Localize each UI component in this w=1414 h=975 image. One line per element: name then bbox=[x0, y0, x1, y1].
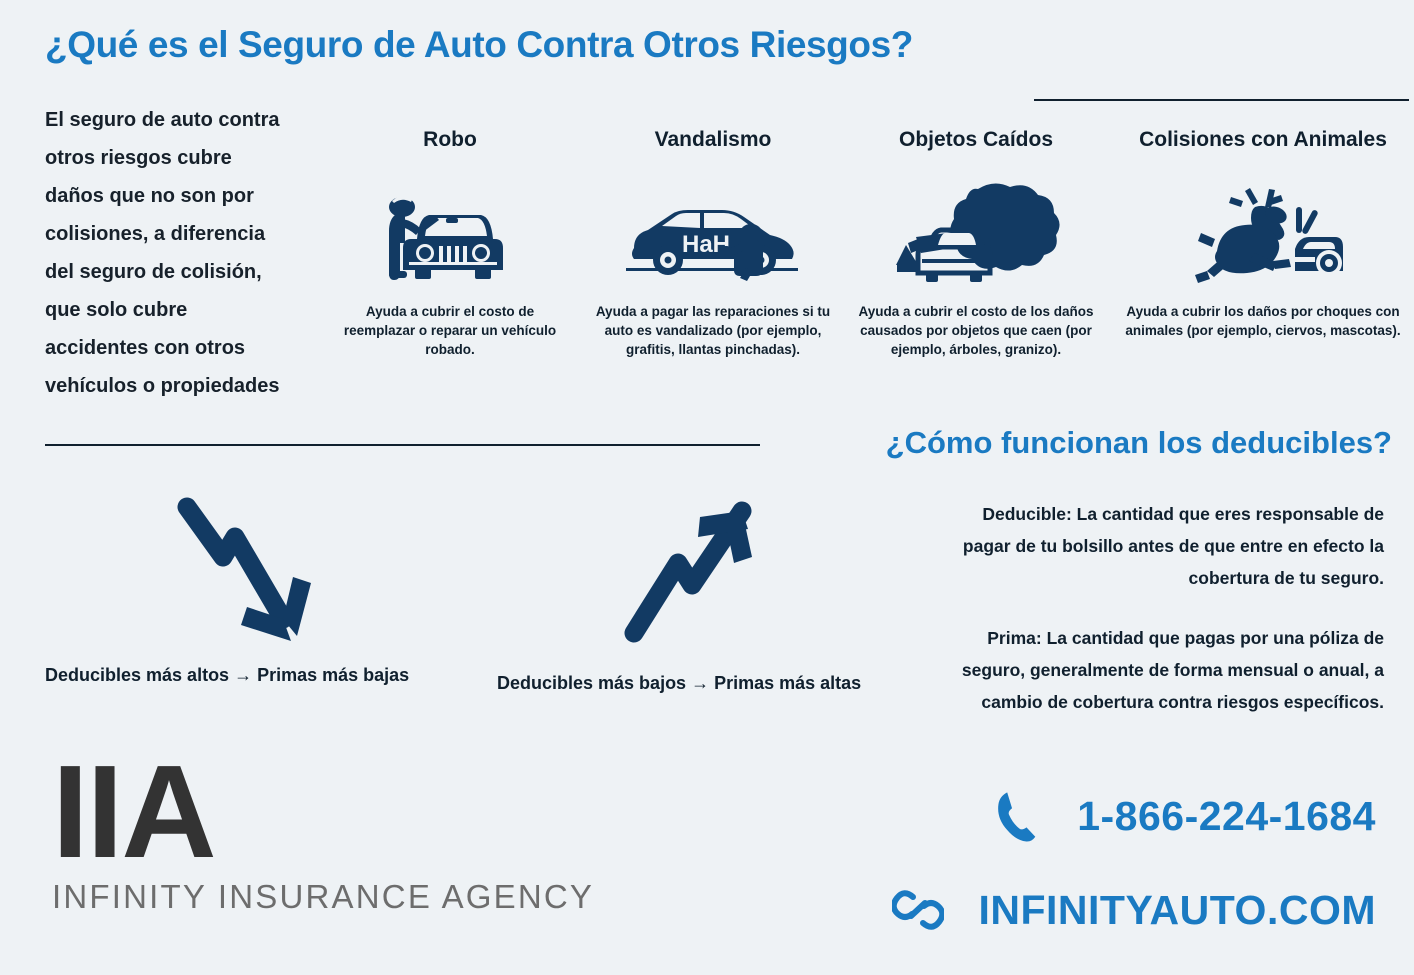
deductibles-body: Deducible: La cantidad que eres responsa… bbox=[939, 498, 1384, 718]
deer-colliding-with-car-icon bbox=[1118, 176, 1408, 296]
chain-link-icon bbox=[892, 890, 945, 930]
page-title: ¿Qué es el Seguro de Auto Contra Otros R… bbox=[45, 24, 913, 65]
category-title: Colisiones con Animales bbox=[1139, 128, 1387, 151]
zigzag-arrow-up-icon bbox=[620, 495, 770, 650]
tradeoff-caption-down: Deducibles más altos → Primas más bajas bbox=[45, 665, 410, 685]
tree-falling-on-car-icon bbox=[852, 176, 1100, 296]
phone-number: 1-866-224-1684 bbox=[1077, 792, 1376, 839]
category-colisiones-animales: Colisiones con Animales bbox=[1118, 128, 1408, 340]
category-description: Ayuda a cubrir el costo de reemplazar o … bbox=[343, 304, 557, 357]
logo-monogram: IIA bbox=[52, 738, 217, 885]
zigzag-arrow-down-icon bbox=[175, 495, 325, 650]
category-title: Vandalismo bbox=[654, 128, 772, 151]
category-title: Robo bbox=[423, 128, 477, 151]
category-vandalismo: Vandalismo HaH bbox=[580, 128, 846, 359]
tradeoff-caption-up: Deducibles más bajos → Primas más altas bbox=[497, 673, 862, 693]
definition-deducible: Deducible: La cantidad que eres responsa… bbox=[962, 504, 1384, 588]
deductibles-title: ¿Cómo funcionan los deducibles? bbox=[885, 425, 1392, 460]
thief-breaking-into-car-icon bbox=[337, 176, 563, 296]
contact-website[interactable]: INFINITYAUTO.COM bbox=[892, 884, 1376, 936]
category-description: Ayuda a pagar las reparaciones si tu aut… bbox=[595, 304, 831, 357]
intro-paragraph: El seguro de auto contra otros riesgos c… bbox=[45, 109, 280, 397]
definition-prima: Prima: La cantidad que pagas por una pól… bbox=[961, 628, 1384, 712]
category-robo: Robo bbox=[337, 128, 563, 359]
divider-top-right bbox=[1034, 99, 1409, 101]
category-description: Ayuda a cubrir el costo de los daños cau… bbox=[858, 304, 1094, 357]
company-logo: IIA INFINITY INSURANCE AGENCY bbox=[52, 738, 595, 916]
website-url: INFINITYAUTO.COM bbox=[978, 886, 1376, 933]
logo-subtitle: INFINITY INSURANCE AGENCY bbox=[52, 878, 595, 915]
category-objetos-caidos: Objetos Caídos bbox=[852, 128, 1100, 359]
contact-phone[interactable]: 1-866-224-1684 bbox=[991, 790, 1376, 842]
phone-handset-icon bbox=[998, 792, 1036, 842]
divider-middle bbox=[45, 444, 760, 446]
category-description: Ayuda a cubrir los daños por choques con… bbox=[1125, 304, 1401, 338]
graffiti-car-vandalism-icon: HaH bbox=[580, 176, 846, 296]
category-title: Objetos Caídos bbox=[898, 128, 1054, 151]
